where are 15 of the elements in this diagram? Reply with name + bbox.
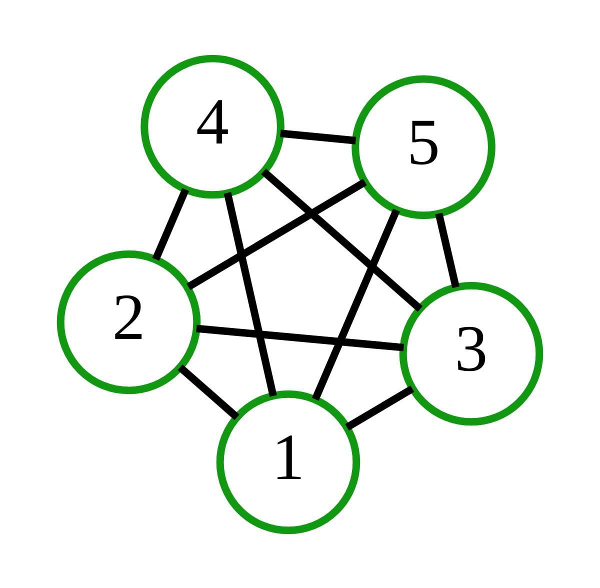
node-circle: 4 [140,54,284,198]
connector [312,208,400,400]
node-circle: 3 [399,281,544,426]
node-circle: 5 [352,74,496,219]
connector [152,188,190,260]
connector [280,129,356,144]
connector [261,168,423,312]
connector [224,192,277,396]
node-circle: 1 [216,390,360,534]
connector [178,364,240,420]
node-circle: 2 [56,250,201,394]
connector [186,178,367,290]
connector [345,384,414,430]
connector [435,212,460,288]
connector [196,324,404,351]
